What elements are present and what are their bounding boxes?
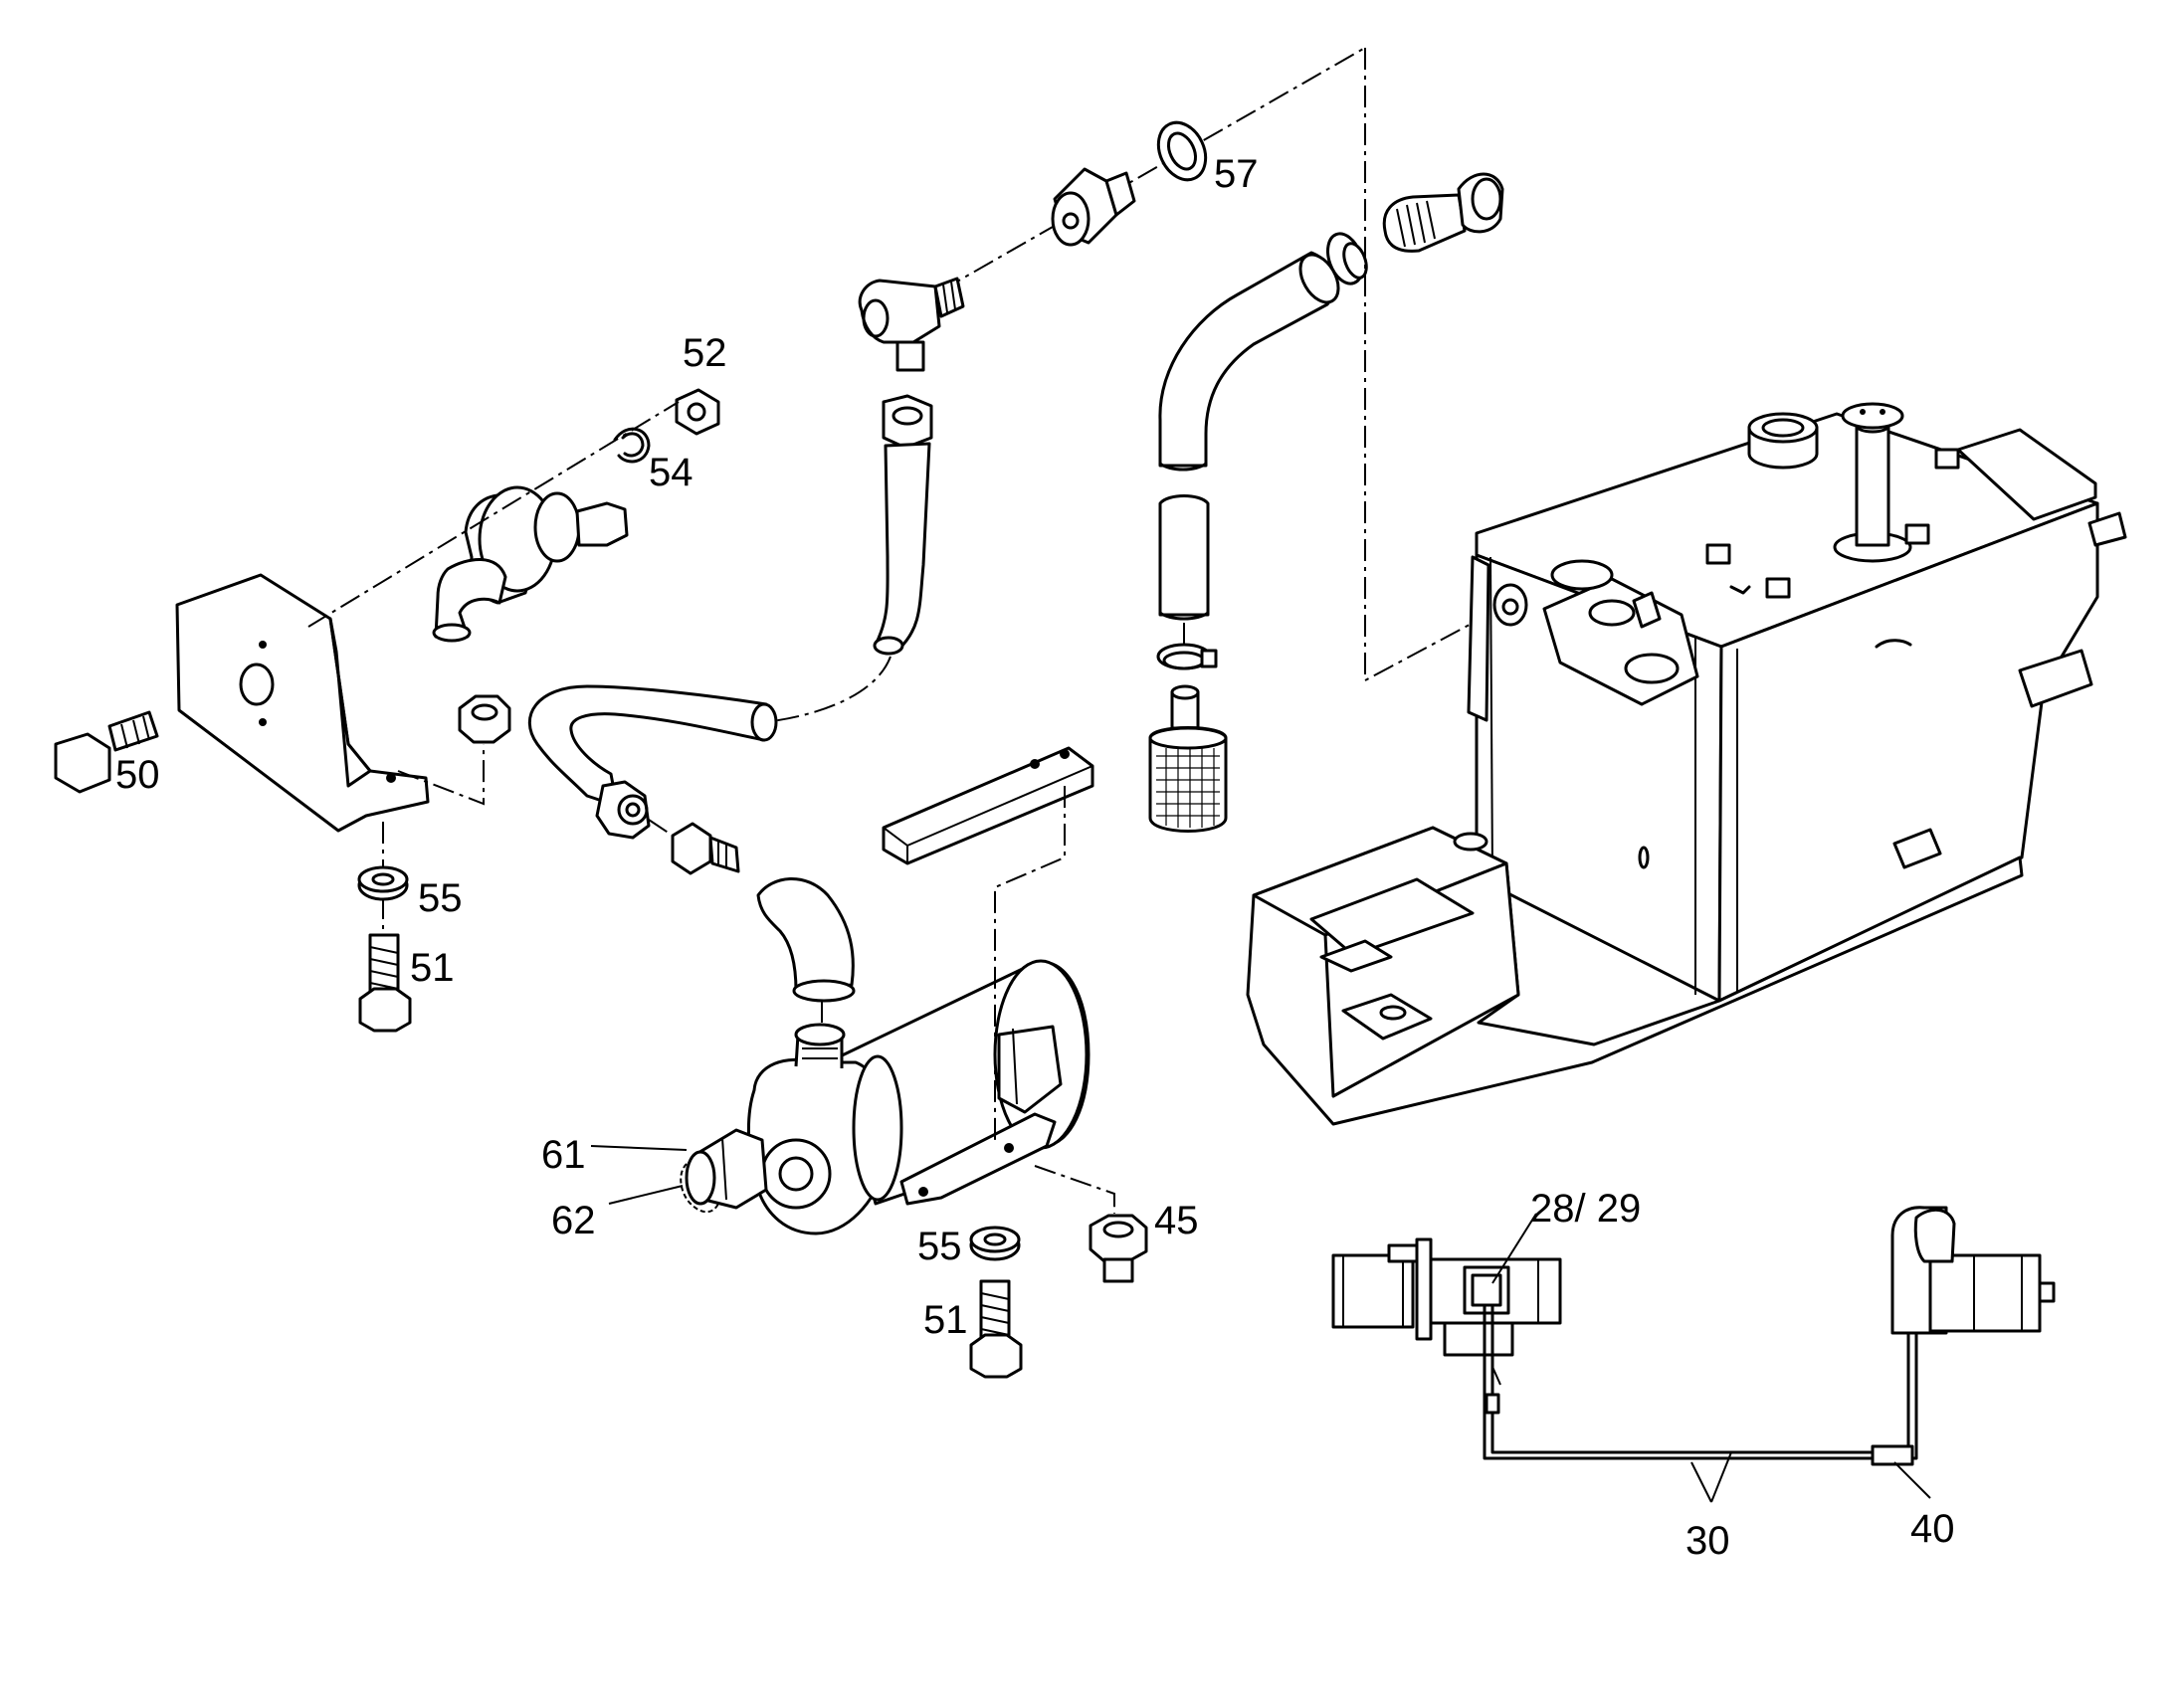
chain-cap-62 <box>680 1163 719 1214</box>
quick-coupling <box>1382 172 1504 253</box>
pump-outlet-coupling-61 <box>685 1128 768 1210</box>
sensor-assembly <box>1331 1237 1562 1357</box>
pump-foot-bracket <box>899 1112 1057 1206</box>
hose-clamp-upper <box>1326 232 1368 285</box>
hex-bolt-50 <box>54 710 159 794</box>
filler-neck <box>1747 412 1819 470</box>
suction-hose <box>1158 251 1340 621</box>
sealing-ring-57 <box>1156 120 1208 182</box>
tank-base-skid <box>1246 826 2024 1126</box>
lock-washer-54 <box>613 427 651 464</box>
mounting-bracket <box>175 573 430 833</box>
nipple-fitting <box>671 822 740 875</box>
callout-62: 62 <box>551 1199 596 1242</box>
leader-lines <box>590 1145 1931 1503</box>
elbow-hose-to-pump <box>756 877 856 1003</box>
callout-51-right: 51 <box>923 1298 968 1342</box>
starter-motor <box>1890 1206 2056 1335</box>
hose-s-shape <box>527 684 778 808</box>
hex-bolt-51-left <box>358 933 412 1033</box>
strainer <box>1148 684 1228 833</box>
connector-40 <box>1871 1444 1914 1466</box>
callout-28-29: 28/ 29 <box>1530 1187 1641 1231</box>
hose-clamp-lower <box>1156 643 1218 670</box>
callout-45: 45 <box>1154 1199 1199 1242</box>
harness-30 <box>1483 1303 1918 1460</box>
callout-52: 52 <box>683 331 727 375</box>
lock-washer-55-right <box>969 1226 1021 1261</box>
callout-61: 61 <box>541 1133 586 1177</box>
adapter-fitting <box>1051 167 1136 247</box>
tank-pipe <box>1833 402 1912 563</box>
callout-30: 30 <box>1685 1519 1730 1563</box>
callout-50: 50 <box>115 753 160 797</box>
elbow-fitting <box>858 277 965 372</box>
callout-57: 57 <box>1214 152 1259 196</box>
callout-54: 54 <box>649 451 694 494</box>
fuel-tank <box>1467 402 2127 1003</box>
hose-upper-left <box>873 394 933 656</box>
mounting-bar <box>882 746 1094 865</box>
hex-nut-loose <box>458 694 511 744</box>
callout-40: 40 <box>1910 1507 1955 1551</box>
callout-51-left: 51 <box>410 946 455 990</box>
hex-bolt-51-right <box>969 1279 1023 1379</box>
callout-55-left: 55 <box>418 876 463 920</box>
hex-nut-45 <box>1089 1214 1148 1283</box>
lock-washer-55-left <box>357 865 409 901</box>
vent-valve <box>432 485 629 643</box>
hex-nut-52 <box>675 388 720 436</box>
callout-55-right: 55 <box>917 1225 962 1268</box>
hose-nut <box>595 780 651 840</box>
